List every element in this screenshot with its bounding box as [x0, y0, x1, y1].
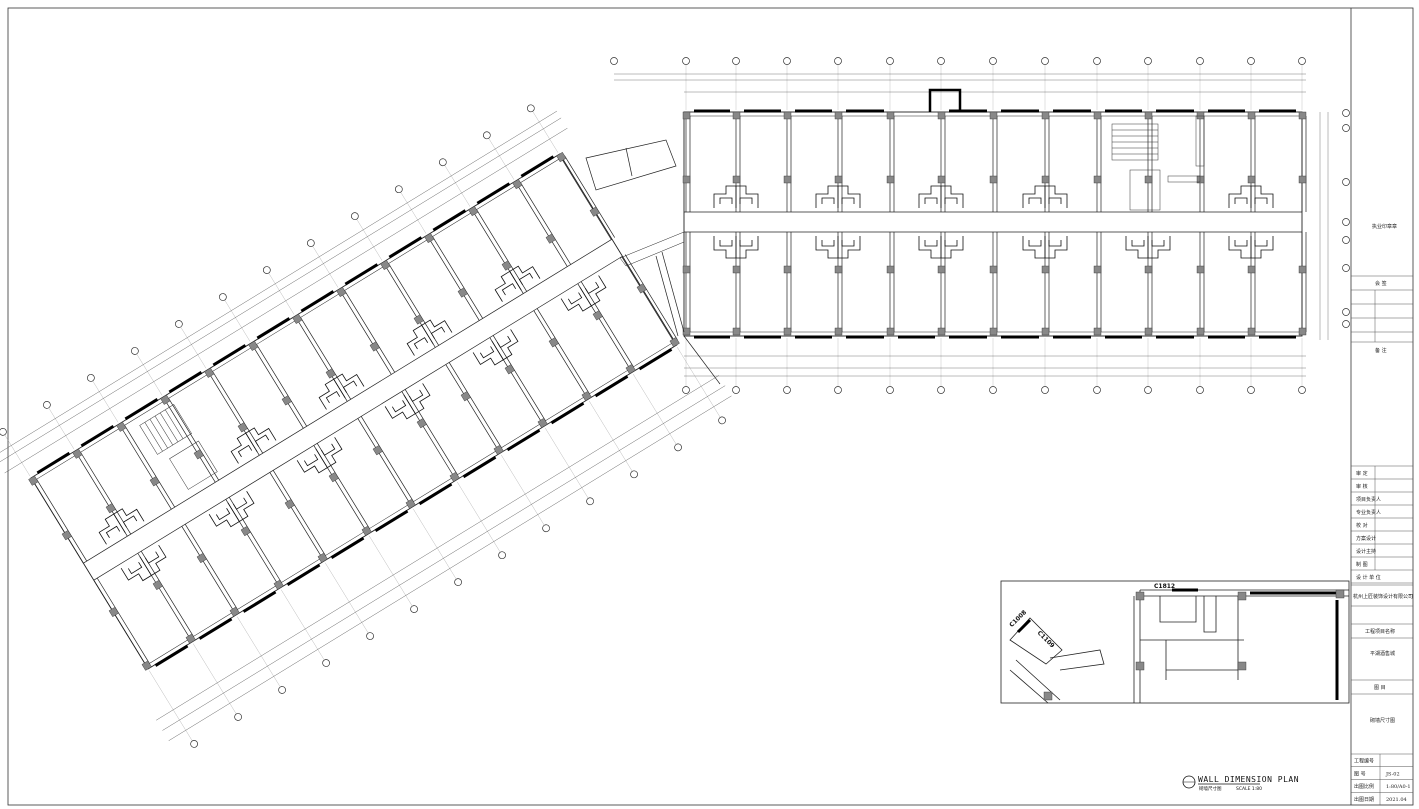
sheet-border — [7, 7, 1414, 806]
info-row-label: 出图日期 — [1354, 796, 1374, 803]
plan-caption: WALL DIMENSION PLAN 砌墙尺寸图 SCALE 1:80 — [1182, 775, 1299, 792]
right-wing-plan — [610, 57, 1350, 394]
project-label: 工程项目名称 — [1365, 628, 1395, 635]
approval-row-label: 设 计 单 位 — [1356, 574, 1381, 581]
drawing-name: 砌墙尺寸图 — [1370, 717, 1395, 724]
left-wing-plan — [0, 104, 732, 748]
info-row-label: 工程编号 — [1354, 758, 1374, 765]
info-row-value: JS-02 — [1385, 771, 1400, 777]
project-name: 平湖酒售城 — [1370, 650, 1395, 657]
approval-row-label: 设计主持 — [1356, 548, 1376, 555]
approval-row-label: 专业负责人 — [1356, 509, 1381, 516]
info-row-value: 2021.04 — [1386, 797, 1407, 803]
revision-label: 执业印章章 — [1372, 223, 1397, 230]
caption-subtitle: 砌墙尺寸图 — [1199, 785, 1222, 792]
info-row-value: 1:80/A0-1 — [1386, 784, 1411, 790]
info-row-label: 图 号 — [1354, 771, 1366, 777]
connector-link — [585, 139, 721, 385]
caption-title: WALL DIMENSION PLAN — [1198, 775, 1299, 784]
drawing-label: 图 目 — [1374, 685, 1386, 691]
remarks-label: 备 注 — [1375, 347, 1387, 354]
info-row-label: 出图比例 — [1354, 783, 1374, 790]
tag-c1812: C1812 — [1154, 583, 1175, 590]
approval-row-label: 方案设计 — [1356, 535, 1376, 542]
bottom-axis-bubbles — [682, 338, 1306, 394]
approval-row-label: 校 对 — [1356, 522, 1368, 529]
top-axis-bubbles — [610, 57, 1306, 110]
approval-row-label: 审 定 — [1356, 470, 1368, 477]
caption-scale: SCALE 1:80 — [1236, 786, 1262, 792]
company-name: 杭州上匠装饰设计有限公司 — [1353, 593, 1413, 600]
meeting-label: 会 签 — [1375, 280, 1387, 287]
detail-inset: C1812 C1008 C1109 — [1000, 580, 1350, 704]
approval-row-label: 项目负责人 — [1356, 496, 1381, 503]
approval-row-label: 制 图 — [1356, 561, 1368, 568]
approval-row-label: 审 核 — [1356, 483, 1368, 490]
